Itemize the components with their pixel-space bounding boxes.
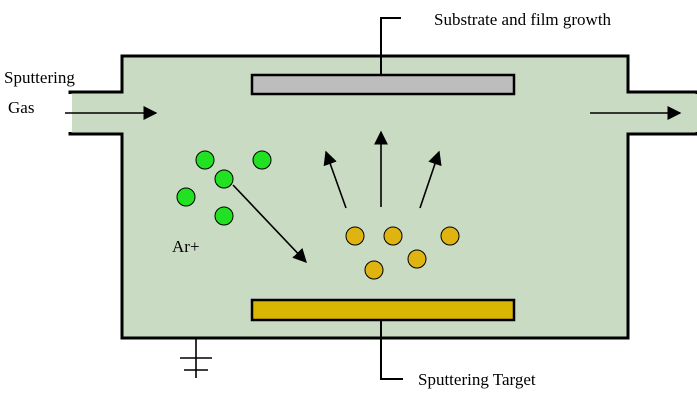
argon-ion-label: Ar+ [172,237,200,256]
substrate-label: Substrate and film growth [434,10,612,29]
sputtered-atom [364,260,384,280]
ground-symbol-icon [180,338,212,378]
argon-ion [252,150,272,170]
ion-trajectory-arrow [232,184,307,264]
sputtering-gas-label-line1: Sputtering [4,68,75,87]
substrate-plate [250,73,516,96]
sputtered-atom [440,226,460,246]
argon-ion [214,206,234,226]
argon-ion [176,187,196,207]
argon-ions [176,150,272,226]
sputtered-atom [383,226,403,246]
substrate-leader-line [380,17,401,76]
argon-ion [214,169,234,189]
argon-ion [195,150,215,170]
sputtering-target-plate [250,298,516,322]
sputtered-atoms [345,226,460,280]
sputtered-atom [407,249,427,269]
ejection-arrow-right [419,150,442,209]
vacuum-chamber [68,54,697,340]
sputtered-atom [345,226,365,246]
sputtering-target-label: Sputtering Target [418,370,536,389]
target-leader-line [380,320,403,380]
ejection-arrow-left [323,150,347,209]
sputtering-gas-label-line2: Gas [8,98,34,117]
